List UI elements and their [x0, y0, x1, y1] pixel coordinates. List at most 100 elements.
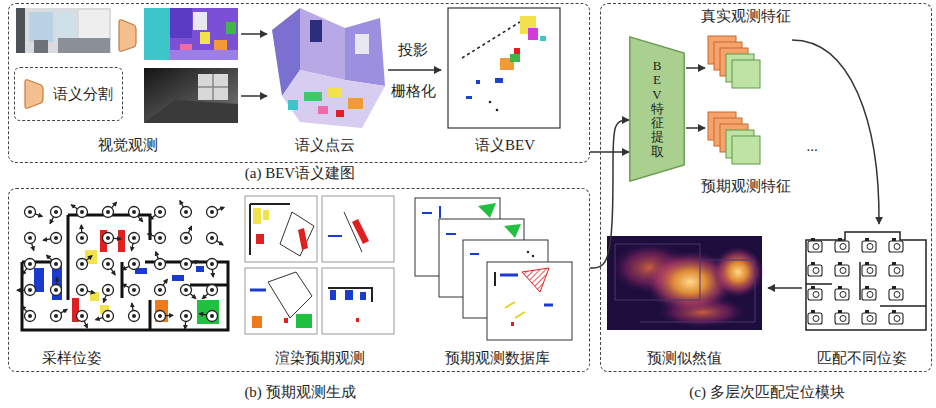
floor-plan	[118, 230, 125, 252]
floor-plan	[190, 294, 196, 299]
likelihood-heatmap	[712, 246, 764, 298]
floor-plan	[96, 311, 114, 322]
rendered-observations	[322, 268, 394, 334]
floor-plan	[25, 233, 36, 244]
semantic-bev	[496, 109, 499, 112]
rendered-observations	[328, 235, 342, 237]
floor-plan	[122, 259, 139, 270]
floor-plan	[181, 285, 192, 296]
floor-plan	[85, 250, 97, 264]
floor-plan	[103, 202, 117, 217]
pose-matching	[811, 262, 815, 265]
pose-matching	[889, 289, 903, 300]
floor-plan	[184, 210, 188, 214]
floor-plan	[43, 239, 50, 240]
semantic-bev	[466, 96, 472, 99]
depth-image	[144, 100, 238, 123]
floor-plan	[138, 216, 143, 222]
floor-plan	[207, 207, 218, 218]
observation-database	[446, 233, 456, 235]
pose-matching	[894, 244, 900, 250]
depth-image	[198, 74, 228, 100]
point-cloud	[318, 106, 328, 114]
floor-plan	[77, 207, 88, 218]
floor-plan	[51, 277, 62, 295]
semantic-bev	[540, 36, 546, 41]
floor-plan	[106, 236, 110, 240]
floor-plan	[80, 288, 84, 292]
observation-database	[522, 268, 549, 292]
rendered-observations	[256, 234, 264, 244]
rendered-observations	[356, 318, 359, 322]
floor-plan	[100, 230, 107, 252]
pose-matching	[808, 313, 822, 324]
floor-plan	[210, 262, 214, 266]
pose-matching	[862, 286, 876, 300]
floor-plan	[210, 210, 214, 214]
floor-plan	[51, 259, 62, 270]
pose-matching	[808, 265, 822, 276]
rendered-observations	[330, 290, 336, 300]
feature-maps	[726, 130, 754, 158]
floor-plan	[129, 285, 140, 296]
floor-plan	[210, 314, 214, 318]
pose-matching	[835, 241, 849, 252]
pose-matching	[862, 313, 876, 324]
pose-matching	[808, 289, 822, 300]
semantic-image	[144, 8, 238, 60]
pose-matching	[865, 238, 869, 241]
point-cloud	[348, 98, 363, 109]
pose-matching	[892, 262, 896, 265]
floor-plan	[155, 285, 166, 296]
floor-plan	[148, 233, 166, 244]
panel-caption: (c) 多层次匹配定位模块	[602, 383, 932, 401]
floor-plan	[156, 252, 158, 259]
floor-plan	[181, 311, 192, 329]
observation-database	[439, 219, 524, 297]
floor-plan	[163, 279, 167, 285]
feature-maps	[720, 48, 748, 76]
floor-plan	[22, 259, 35, 275]
rendered-observations	[345, 290, 353, 300]
floor-plan	[129, 303, 140, 321]
floor-plan	[129, 207, 143, 222]
floor-plan	[103, 285, 114, 296]
pose-matching	[813, 268, 819, 274]
legend-sample	[25, 80, 43, 109]
rendered-observations	[245, 196, 317, 262]
pose-matching	[838, 262, 842, 265]
floor-plan	[149, 207, 165, 220]
pose-matching	[808, 241, 822, 252]
point-cloud	[304, 92, 322, 101]
pose-matching	[808, 310, 822, 324]
floor-plan	[43, 233, 61, 244]
rendered-observations	[284, 318, 288, 323]
floor-plan	[54, 262, 58, 266]
point-cloud	[328, 88, 342, 97]
floor-plan	[106, 314, 110, 318]
observation-database	[470, 253, 479, 255]
figure-label: 真实观测特征	[701, 7, 791, 25]
floor-plan	[96, 318, 103, 320]
rendered-observations	[250, 289, 266, 292]
feature-extractor: BEV特征提取	[629, 36, 685, 182]
floor-plan	[28, 262, 32, 266]
floor-plan	[25, 259, 36, 270]
pose-matching	[811, 286, 815, 289]
floor-plan	[25, 207, 43, 218]
rendered-observations	[322, 196, 394, 262]
observation-database	[487, 262, 572, 340]
likelihood-heatmap	[656, 296, 748, 328]
floor-plan	[90, 292, 99, 301]
floor-plan	[129, 207, 140, 218]
pose-matching	[889, 265, 903, 276]
observation-database	[504, 224, 521, 238]
floor-plan	[212, 269, 214, 276]
pose-matching	[865, 262, 869, 265]
floor-plan	[103, 207, 114, 218]
floor-plan	[80, 236, 84, 240]
floor-plan	[51, 285, 62, 296]
floor-plan	[25, 311, 36, 322]
pose-matching	[862, 238, 876, 252]
